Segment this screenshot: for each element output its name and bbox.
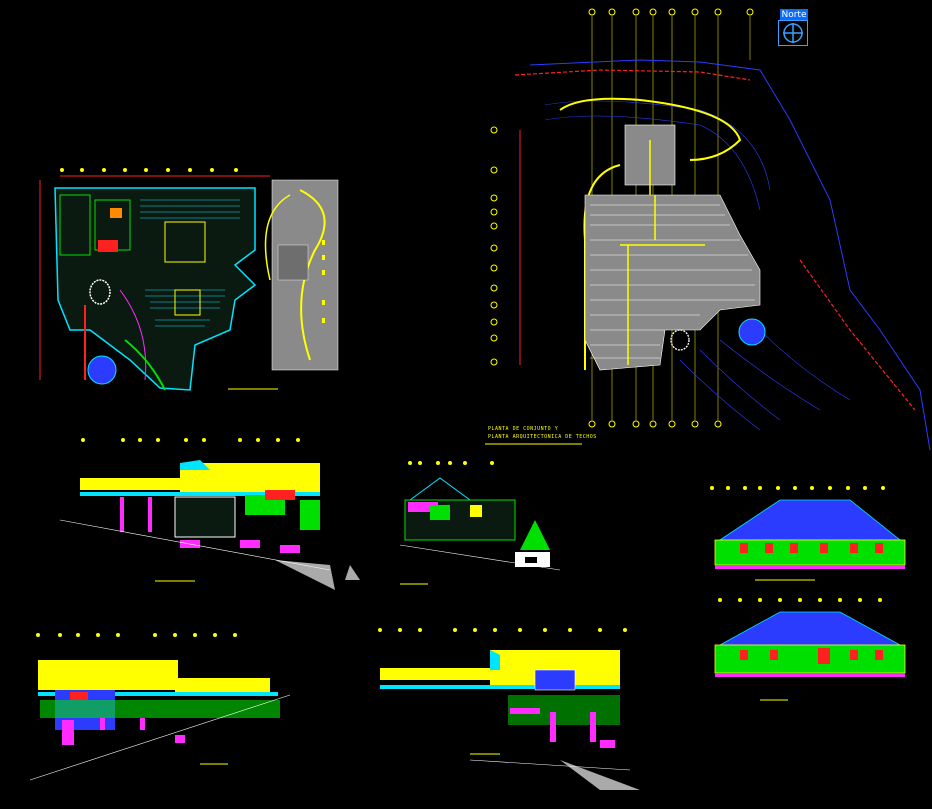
- site-plan-title-line1: PLANTA DE CONJUNTO Y: [488, 426, 559, 432]
- north-arrow-icon: [778, 20, 808, 46]
- elevation-6: [378, 628, 640, 790]
- elevation-4: [714, 598, 906, 701]
- elevation-3: [710, 486, 906, 581]
- site-plan: [485, 8, 931, 451]
- elevation-2: [345, 461, 561, 585]
- north-label: Norte: [780, 9, 808, 21]
- elevation-1: [59, 438, 335, 590]
- floor-plan: [39, 168, 339, 391]
- site-plan-title-line2: PLANTA ARQUITECTONICA DE TECHOS: [488, 434, 597, 440]
- elevation-5: [29, 633, 291, 781]
